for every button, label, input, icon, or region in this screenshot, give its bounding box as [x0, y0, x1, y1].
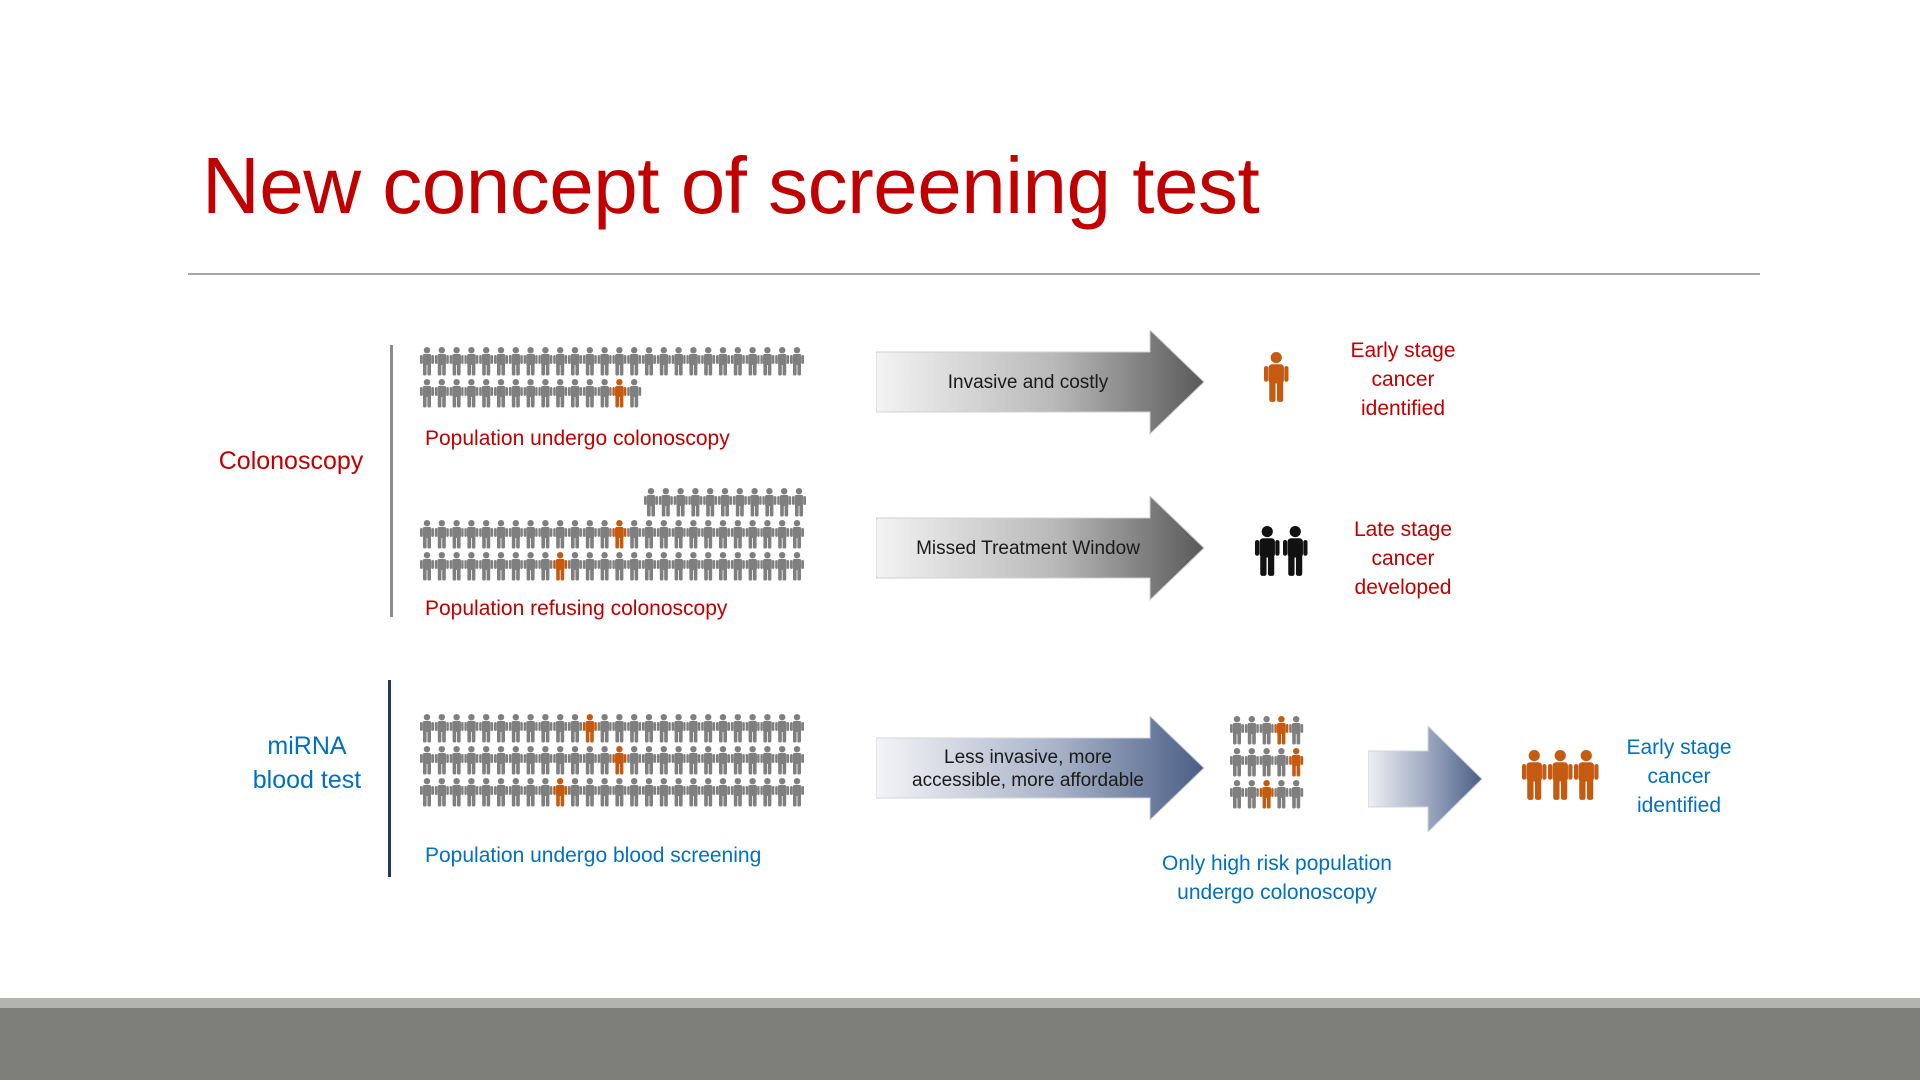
- arrow-label-line: Less invasive, more: [944, 747, 1112, 768]
- outcome-line: cancer: [1371, 368, 1435, 391]
- colonoscopy-label: Colonoscopy: [218, 447, 364, 475]
- mirna-bracket: [388, 680, 391, 877]
- arrow-label-less-invasive: Less invasive, more accessible, more aff…: [878, 746, 1178, 792]
- caption-high-risk-line: Only high risk population: [1162, 852, 1392, 875]
- footer-bar: [0, 1008, 1920, 1080]
- page-title: New concept of screening test: [202, 141, 1260, 230]
- person-trio-orange-icon: [1522, 750, 1599, 800]
- caption-undergo-colonoscopy: Population undergo colonoscopy: [425, 427, 730, 450]
- person-icon: [1264, 352, 1289, 402]
- outcome-line: Early stage: [1350, 339, 1456, 362]
- arrow-label-missed-window: Missed Treatment Window: [916, 538, 1140, 559]
- caption-refusing-colonoscopy: Population refusing colonoscopy: [425, 597, 728, 620]
- caption-high-risk: Only high risk population undergo colono…: [1130, 849, 1424, 907]
- outcome-early-stage-colonoscopy: Early stage cancer identified: [1330, 336, 1476, 423]
- outcome-late-stage: Late stage cancer developed: [1330, 515, 1476, 602]
- caption-blood-screening: Population undergo blood screening: [425, 844, 762, 867]
- mirna-label: miRNA blood test: [226, 729, 388, 797]
- person-pair-black-icon: [1255, 526, 1308, 576]
- mirna-label-line: miRNA: [267, 732, 347, 760]
- colonoscopy-bracket: [390, 345, 393, 617]
- outcome-line: Late stage: [1353, 518, 1453, 541]
- crowd-blood-screening: [420, 714, 804, 807]
- right-arrow-icon: [876, 716, 1205, 822]
- outcome-line: identified: [1360, 397, 1446, 420]
- caption-high-risk-line: undergo colonoscopy: [1177, 881, 1377, 904]
- right-arrow-icon: [1368, 726, 1483, 832]
- outcome-line: identified: [1636, 794, 1722, 817]
- crowd-refusing-colonoscopy: [420, 488, 806, 581]
- crowd-high-risk: [1230, 716, 1304, 809]
- arrow-label-line: accessible, more affordable: [912, 770, 1144, 791]
- mirna-label-line: blood test: [252, 766, 362, 794]
- right-arrow-icon: [876, 330, 1205, 436]
- outcome-line: cancer: [1371, 547, 1435, 570]
- outcome-line: cancer: [1647, 765, 1711, 788]
- footer-accent-bar: [0, 998, 1920, 1008]
- outcome-early-stage-mirna: Early stage cancer identified: [1606, 733, 1752, 820]
- outcome-line: Early stage: [1626, 736, 1732, 759]
- title-divider: [188, 273, 1760, 275]
- right-arrow-icon: [876, 496, 1205, 602]
- outcome-line: developed: [1354, 576, 1452, 599]
- arrow-label-invasive: Invasive and costly: [947, 372, 1109, 393]
- crowd-undergo-colonoscopy: [420, 347, 804, 408]
